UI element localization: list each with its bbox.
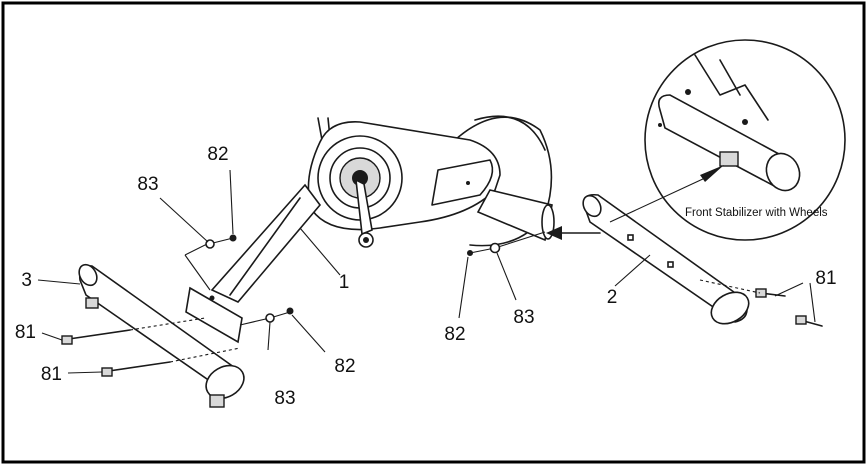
front-stabilizer bbox=[582, 193, 823, 327]
callout-caption: Front Stabilizer with Wheels bbox=[685, 207, 828, 219]
label-washer-83-top: 83 bbox=[137, 174, 158, 195]
label-bolt-81-left-bottom: 81 bbox=[41, 364, 62, 385]
label-washer-82-middle: 82 bbox=[444, 324, 465, 345]
label-part-3: 3 bbox=[21, 270, 32, 291]
insert-arrow bbox=[546, 226, 601, 240]
middle-hardware bbox=[467, 231, 546, 256]
label-part-2: 2 bbox=[607, 287, 618, 308]
label-bolt-81-right: 81 bbox=[815, 268, 836, 289]
label-part-1: 1 bbox=[339, 272, 350, 293]
rear-stabilizer bbox=[61, 263, 245, 408]
bike-main-frame bbox=[185, 115, 555, 344]
leader-lines bbox=[37, 169, 816, 374]
label-washer-82-top: 82 bbox=[207, 144, 228, 165]
label-washer-83-bottom: 83 bbox=[274, 388, 295, 409]
label-washer-83-middle: 83 bbox=[513, 307, 534, 328]
label-bolt-81-left-top: 81 bbox=[15, 322, 36, 343]
bottom-hardware bbox=[239, 307, 294, 326]
detail-callout bbox=[609, 39, 846, 241]
label-washer-82-bottom: 82 bbox=[334, 356, 355, 377]
